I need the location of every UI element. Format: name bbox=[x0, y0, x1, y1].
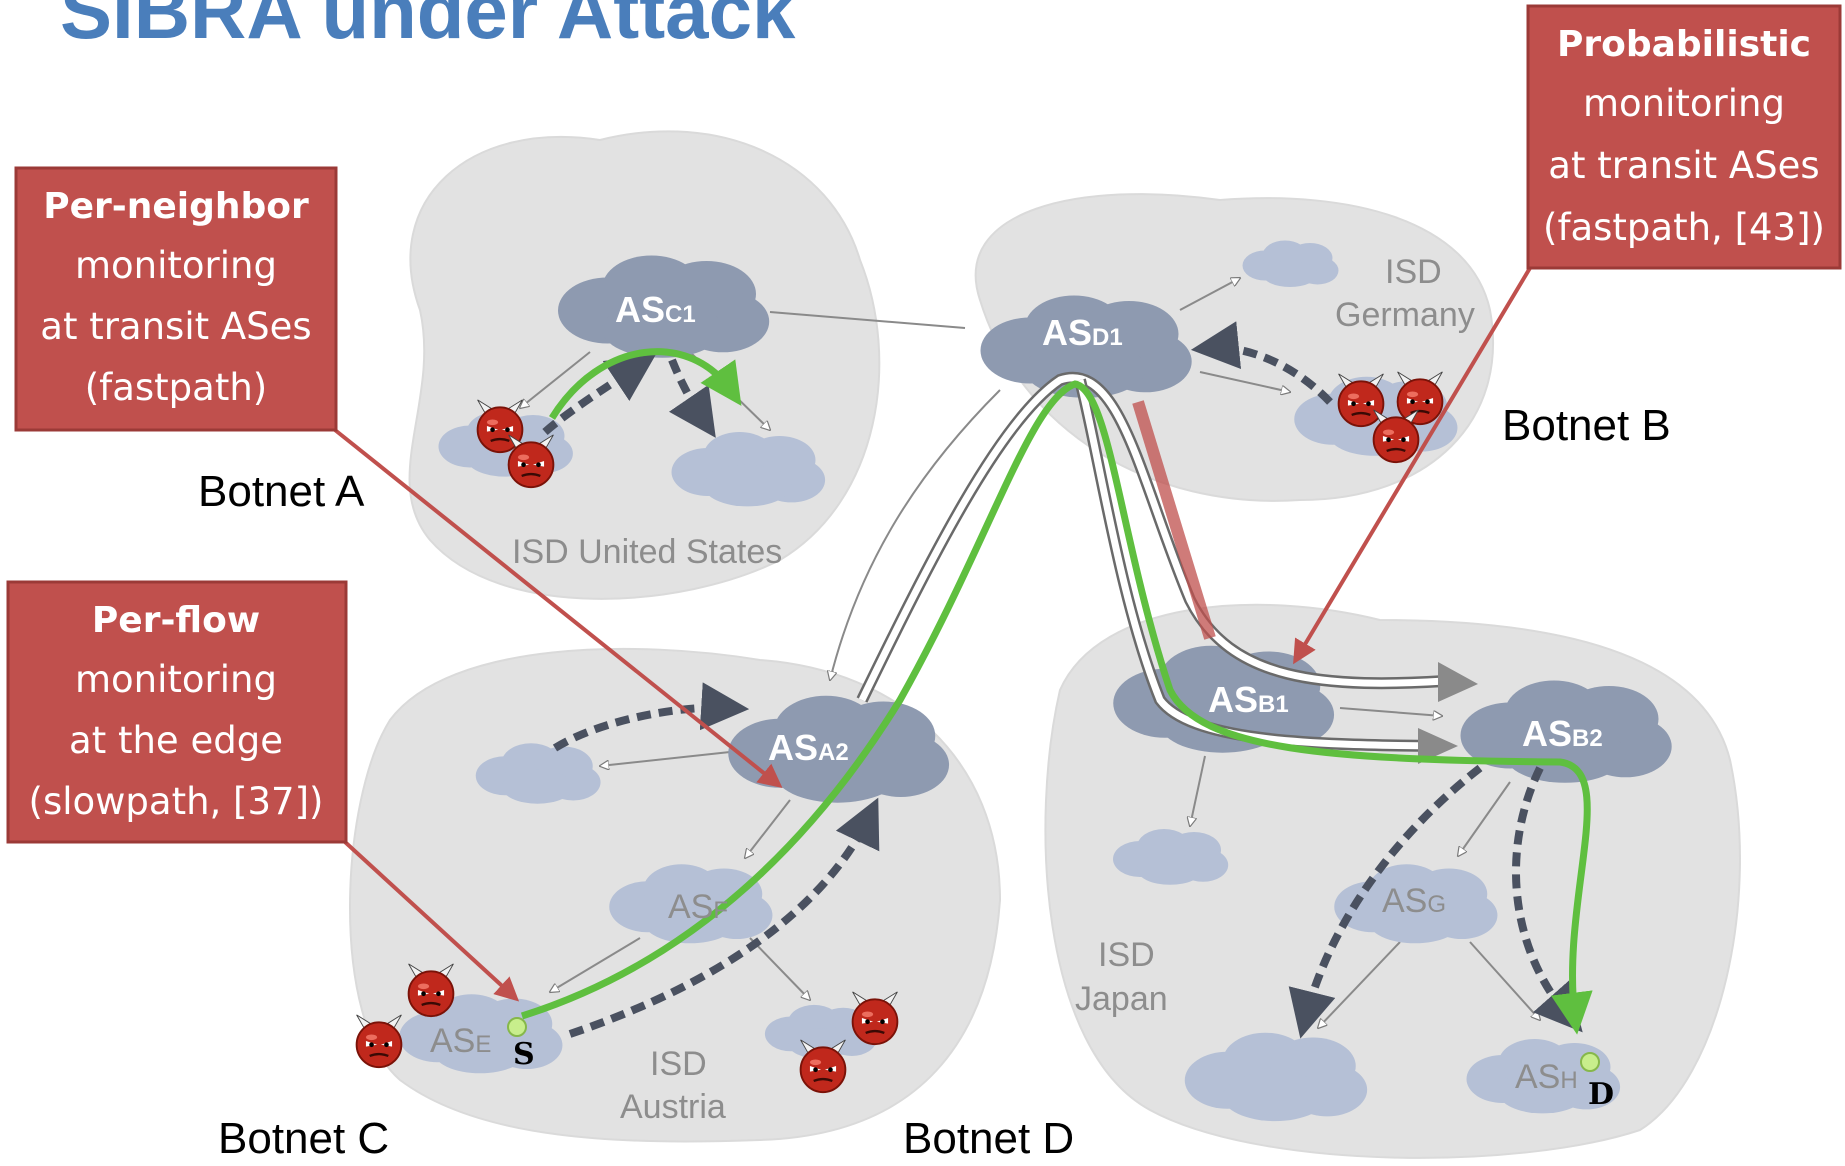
callout-probabilistic-line4: (fastpath, [43]) bbox=[1543, 206, 1825, 249]
source-endpoint-icon bbox=[507, 1017, 527, 1037]
slide-title: SIBRA under Attack bbox=[60, 0, 796, 55]
legit-flow-us bbox=[549, 348, 742, 420]
link-b1-b2-a bbox=[1339, 707, 1442, 716]
reservation-path-d1-b2 bbox=[1076, 379, 1441, 750]
isd-germany-label-line1: ISD bbox=[1385, 253, 1442, 291]
devil-icon bbox=[1372, 408, 1420, 464]
isd-japan-label-line1: ISD bbox=[1098, 936, 1155, 974]
source-label: S bbox=[513, 1037, 535, 1072]
link-b1-leaf bbox=[1190, 755, 1206, 826]
reservation-arrowhead-lower bbox=[1418, 728, 1458, 764]
botnet-a-label: Botnet A bbox=[198, 467, 365, 516]
link-d1-a2 bbox=[830, 389, 1001, 680]
devil-icon bbox=[507, 433, 555, 489]
isd-austria-label-line1: ISD bbox=[650, 1045, 707, 1083]
monitoring-red-band bbox=[1132, 400, 1216, 640]
attack-flow-botnet-a-up bbox=[542, 354, 656, 436]
botnet-b-label: Botnet B bbox=[1502, 401, 1671, 450]
callout-per-neighbor-line3: at transit ASes bbox=[40, 305, 311, 348]
callout-arrow-probabilistic bbox=[1293, 266, 1532, 665]
callout-per-neighbor-line2: monitoring bbox=[75, 244, 277, 287]
isd-germany-label-line2: Germany bbox=[1335, 296, 1475, 334]
callout-probabilistic-line2: monitoring bbox=[1583, 82, 1785, 125]
attack-flow-austria-leaf-a2 bbox=[552, 682, 750, 752]
devil-icon bbox=[1337, 372, 1385, 428]
as-g-label: ASG bbox=[1382, 882, 1446, 920]
devil-icon bbox=[1396, 370, 1444, 426]
callout-per-flow-title: Per-flow bbox=[92, 600, 260, 641]
legit-flow-s-to-d bbox=[520, 380, 1593, 1035]
link-b2-g bbox=[1458, 781, 1511, 856]
as-h-label: ASH bbox=[1515, 1058, 1578, 1096]
link-d1-germany-right bbox=[1199, 371, 1290, 392]
attack-flow-b2-leaf bbox=[1288, 764, 1483, 1039]
devil-icon bbox=[799, 1038, 847, 1094]
callout-probabilistic-line3: at transit ASes bbox=[1548, 144, 1819, 187]
callout-per-flow-line4: (slowpath, [37]) bbox=[29, 780, 324, 823]
attack-flow-b2-h bbox=[1512, 766, 1583, 1033]
isd-united-states-label: ISD United States bbox=[512, 533, 782, 571]
callout-per-flow-line2: monitoring bbox=[75, 658, 277, 701]
as-c1-label: ASC1 bbox=[615, 289, 696, 330]
destination-label: D bbox=[1588, 1077, 1614, 1112]
devil-icon bbox=[407, 962, 455, 1018]
callout-arrow-per-flow bbox=[343, 840, 520, 1002]
callout-per-flow: Per-flow monitoring at the edge (slowpat… bbox=[6, 580, 348, 844]
callout-per-neighbor: Per-neighbor monitoring at transit ASes … bbox=[14, 166, 338, 432]
link-f-leaf bbox=[749, 937, 810, 1000]
callout-per-flow-line3: at the edge bbox=[69, 719, 283, 762]
callout-arrow-per-neighbor bbox=[333, 428, 783, 788]
as-a2-label: ASA2 bbox=[768, 727, 849, 768]
link-a2-leaf bbox=[600, 751, 731, 766]
link-a2-f bbox=[745, 799, 791, 858]
botnet-d-label: Botnet D bbox=[903, 1114, 1074, 1163]
link-c1-d1 bbox=[769, 311, 966, 329]
link-g-h bbox=[1469, 941, 1540, 1020]
isd-japan-label-line2: Japan bbox=[1075, 980, 1168, 1018]
as-b2-label: ASB2 bbox=[1522, 713, 1603, 754]
callout-probabilistic-title: Probabilistic bbox=[1557, 24, 1811, 65]
destination-endpoint-icon bbox=[1580, 1052, 1600, 1072]
isd-united-states-region bbox=[408, 130, 881, 600]
attack-flow-botnet-b bbox=[1190, 321, 1333, 405]
as-f-label: ASF bbox=[668, 888, 728, 926]
reservation-path-a2-d1 bbox=[858, 374, 1461, 702]
devil-icon bbox=[355, 1013, 403, 1069]
as-b1-label: ASB1 bbox=[1208, 679, 1289, 720]
callout-probabilistic: Probabilistic monitoring at transit ASes… bbox=[1526, 4, 1842, 270]
link-d1-germany-top bbox=[1179, 278, 1240, 311]
isd-austria-label-line2: Austria bbox=[620, 1088, 726, 1126]
link-c1-leaf1 bbox=[520, 351, 591, 408]
botnet-c-label: Botnet C bbox=[218, 1114, 389, 1163]
attack-flow-e-a2 bbox=[568, 797, 880, 1038]
callout-per-neighbor-title: Per-neighbor bbox=[43, 186, 309, 227]
callout-per-neighbor-line4: (fastpath) bbox=[85, 366, 267, 409]
as-d1-label: ASD1 bbox=[1042, 312, 1123, 353]
link-f-e bbox=[550, 937, 641, 992]
reservation-arrowhead-upper bbox=[1438, 662, 1478, 702]
as-e-label: ASE bbox=[430, 1022, 491, 1060]
attack-flow-botnet-a-down bbox=[668, 358, 716, 438]
devil-icon bbox=[851, 990, 899, 1046]
